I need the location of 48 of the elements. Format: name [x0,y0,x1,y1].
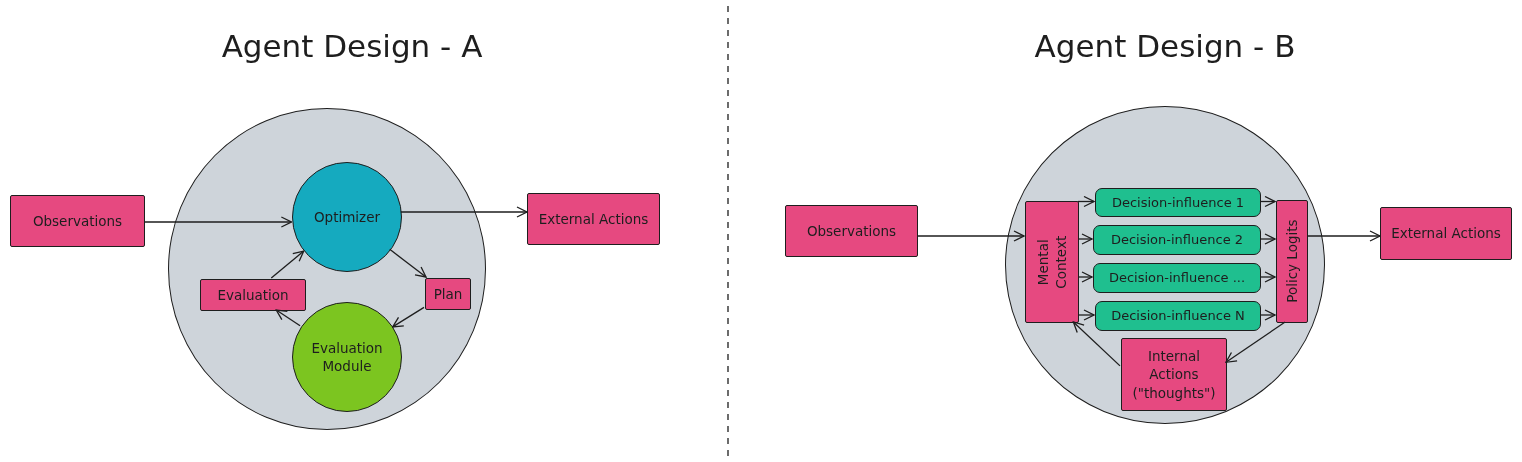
node-label: Mental Context [1033,234,1070,291]
arrow [275,309,301,327]
arrow [917,230,1025,242]
arrow [400,206,528,218]
process-box [527,193,660,245]
arrow [1077,309,1095,321]
node-label: Evaluation Module [310,338,384,376]
process-box [1095,188,1261,217]
arrow [392,306,425,328]
arrow [1259,233,1276,245]
diagram-heading: Agent Design - A [221,28,483,64]
arrow [1259,271,1276,283]
process-box [1380,207,1512,260]
node-label: Decision-influence 2 [1109,231,1245,249]
node-label: Evaluation [216,285,290,305]
node-label: Internal Actions ("thoughts") [1131,347,1217,402]
process-box [425,278,471,310]
node-label: Plan [432,284,464,304]
arrow [1077,233,1093,245]
arrow [1259,195,1276,208]
node-label: Optimizer [312,207,382,227]
arrow [1225,321,1286,363]
arrow [1077,271,1093,283]
process-box [1093,225,1261,255]
node-label: Observations [805,221,898,241]
process-box [1276,200,1308,323]
process-box [785,205,918,257]
arrow [389,248,427,278]
node-label: Decision-influence 1 [1110,193,1246,212]
node-label: External Actions [537,209,650,229]
process-box [1025,201,1079,323]
arrow [1077,195,1095,208]
node-label: External Actions [1390,224,1502,243]
process-box [10,195,145,247]
node-label: Decision-influence ... [1107,269,1247,287]
arrow [1306,230,1381,242]
process-box [1095,301,1261,331]
process-box [200,279,306,311]
arrow [1072,321,1121,367]
node-label: Observations [31,211,124,231]
diagram-heading: Agent Design - B [1034,28,1296,64]
process-box [1093,263,1261,293]
arrow [1259,309,1276,321]
process-box [1121,338,1227,411]
arrow [144,216,292,228]
node-label: Policy Logits [1282,218,1301,306]
node-label: Decision-influence N [1110,307,1246,325]
arrow [270,250,305,279]
